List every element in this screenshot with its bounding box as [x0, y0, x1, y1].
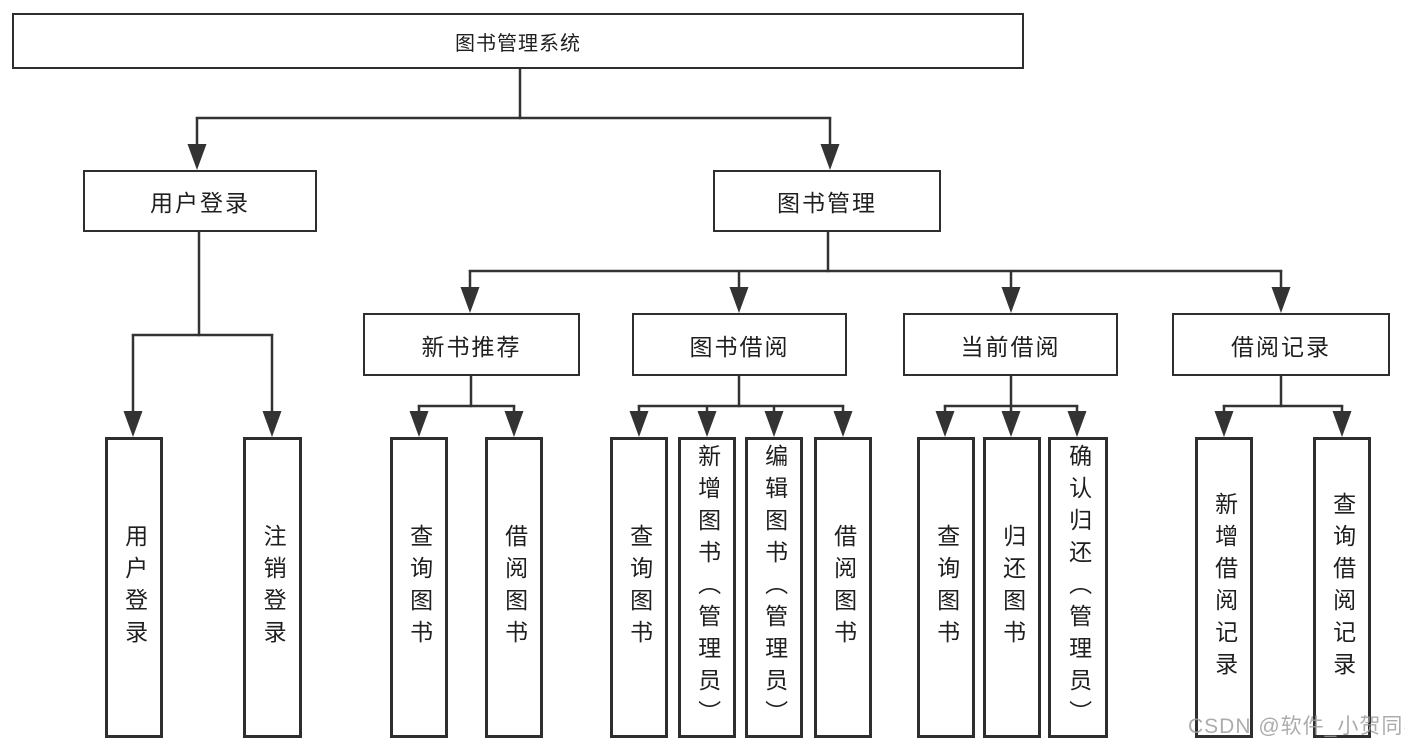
node-label: 图书管理	[777, 190, 877, 216]
node-user-login: 用户登录	[83, 170, 317, 232]
node-label: 编辑图书（管理员）	[761, 443, 788, 732]
node-label: 借阅图书	[501, 523, 528, 652]
leaf-query-book-3: 查询图书	[917, 437, 975, 738]
node-label: 借阅图书	[830, 523, 857, 652]
node-label: 用户登录	[150, 190, 250, 216]
node-label: 借阅记录	[1231, 333, 1331, 360]
leaf-query-borrow-record: 查询借阅记录	[1313, 437, 1371, 738]
node-label: 当前借阅	[960, 333, 1061, 360]
leaf-edit-book-admin: 编辑图书（管理员）	[745, 437, 803, 738]
node-label: 查询图书	[933, 523, 960, 652]
node-label: 注销登录	[260, 523, 287, 652]
node-book-borrow: 图书借阅	[632, 313, 847, 376]
node-label: 新增图书（管理员）	[694, 443, 721, 732]
leaf-add-book-admin: 新增图书（管理员）	[678, 437, 736, 738]
node-library-management-system: 图书管理系统	[12, 13, 1024, 69]
node-label: 图书借阅	[689, 333, 790, 360]
leaf-user-login: 用户登录	[105, 437, 163, 738]
node-label: 用户登录	[121, 523, 148, 652]
node-current-borrow: 当前借阅	[903, 313, 1118, 376]
leaf-confirm-return-admin: 确认归还（管理员）	[1048, 437, 1108, 738]
node-label: 归还图书	[999, 523, 1026, 652]
leaf-query-book-2: 查询图书	[610, 437, 668, 738]
node-label: 图书管理系统	[455, 32, 581, 55]
leaf-borrow-book-1: 借阅图书	[485, 437, 543, 738]
csdn-watermark: CSDN @软件_小贺同学	[1188, 715, 1405, 738]
leaf-borrow-book-2: 借阅图书	[814, 437, 872, 738]
node-label: 查询图书	[406, 523, 433, 652]
node-label: 确认归还（管理员）	[1065, 443, 1092, 732]
leaf-add-borrow-record: 新增借阅记录	[1195, 437, 1253, 738]
node-label: 新增借阅记录	[1211, 491, 1238, 684]
leaf-query-book-1: 查询图书	[390, 437, 448, 738]
leaf-logout: 注销登录	[243, 437, 302, 738]
node-label: 新书推荐	[421, 333, 522, 360]
node-borrow-records: 借阅记录	[1172, 313, 1390, 376]
node-label: 查询图书	[626, 523, 653, 652]
node-book-management: 图书管理	[713, 170, 941, 232]
node-label: 查询借阅记录	[1329, 491, 1356, 684]
node-new-book-recommend: 新书推荐	[363, 313, 580, 376]
leaf-return-book: 归还图书	[983, 437, 1041, 738]
